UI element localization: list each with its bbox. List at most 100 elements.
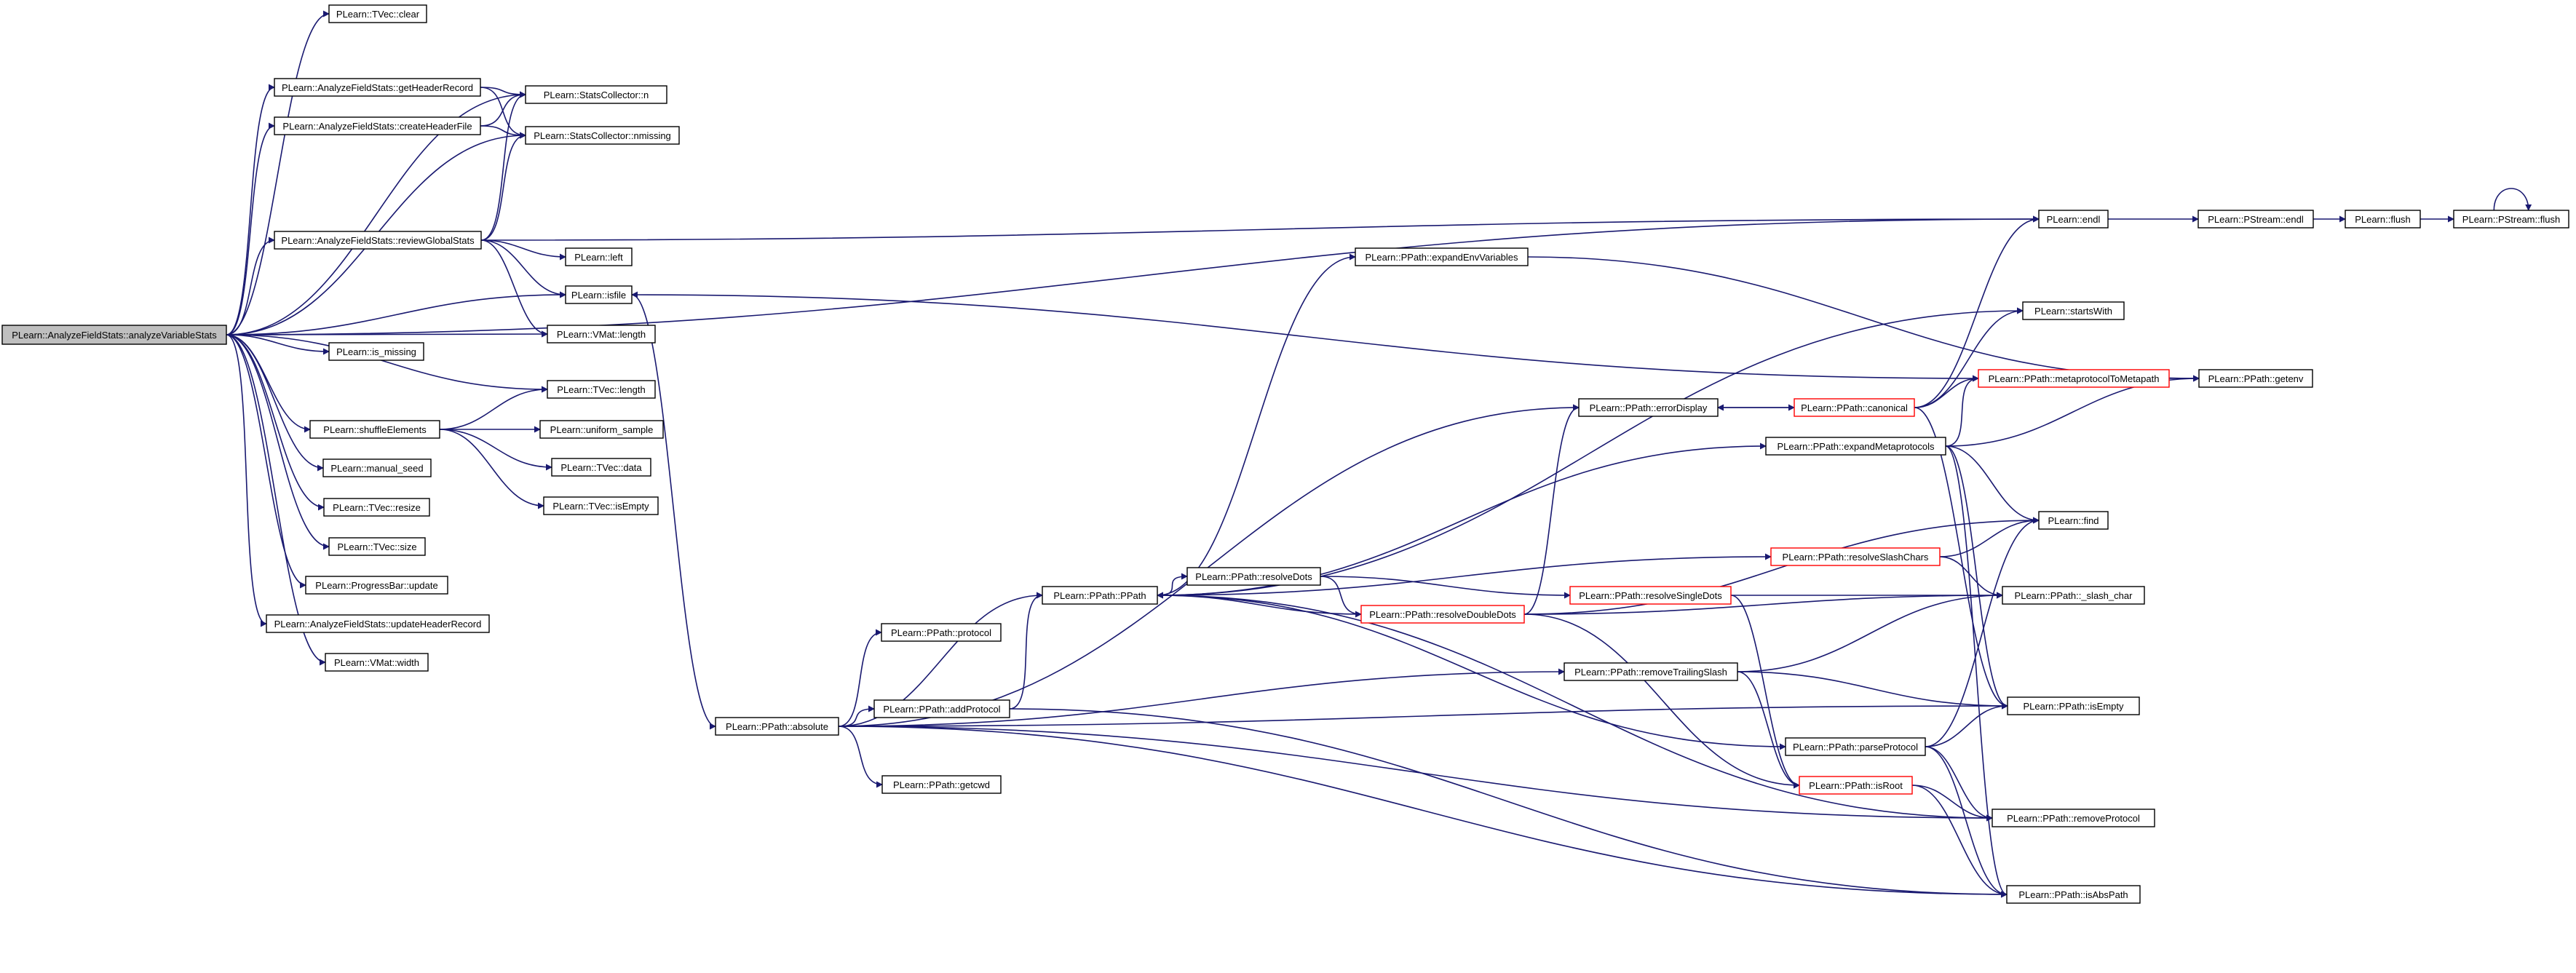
node-resolveDoubleDots[interactable]: PLearn::PPath::resolveDoubleDots	[1360, 605, 1525, 624]
node-resolveSlashChars[interactable]: PLearn::PPath::resolveSlashChars	[1770, 547, 1941, 566]
node-pstream_endl[interactable]: PLearn::PStream::endl	[2197, 210, 2314, 229]
node-label: PLearn::PPath::expandEnvVariables	[1365, 252, 1518, 263]
node-endl[interactable]: PLearn::endl	[2038, 210, 2109, 229]
node-box	[547, 380, 656, 399]
node-box	[539, 420, 664, 439]
node-tvec_length[interactable]: PLearn::TVec::length	[547, 380, 656, 399]
node-tvec_isEmpty[interactable]: PLearn::TVec::isEmpty	[543, 496, 659, 515]
node-vmat_width[interactable]: PLearn::VMat::width	[325, 653, 429, 672]
node-getenv[interactable]: PLearn::PPath::getenv	[2198, 369, 2313, 388]
node-addProtocol[interactable]: PLearn::PPath::addProtocol	[873, 699, 1010, 718]
node-box	[1355, 247, 1529, 266]
node-label: PLearn::PPath::expandMetaprotocols	[1777, 441, 1935, 452]
node-updateHeaderRecord[interactable]: PLearn::AnalyzeFieldStats::updateHeaderR…	[266, 614, 490, 633]
call-edge-ppath-to-expandMetaprotocols	[1157, 442, 1767, 596]
node-find[interactable]: PLearn::find	[2038, 511, 2109, 530]
node-label: PLearn::AnalyzeFieldStats::updateHeaderR…	[274, 619, 482, 630]
node-isRoot[interactable]: PLearn::PPath::isRoot	[1799, 776, 1913, 795]
node-tvec_size[interactable]: PLearn::TVec::size	[328, 537, 426, 556]
node-box	[1569, 586, 1732, 605]
node-getHeaderRecord[interactable]: PLearn::AnalyzeFieldStats::getHeaderReco…	[274, 78, 481, 97]
call-edge-expandMetaprotocols-to-isAbsPath	[1945, 445, 2008, 898]
node-label: PLearn::PPath::isRoot	[1809, 780, 1903, 791]
node-box	[274, 116, 481, 135]
node-label: PLearn::PPath::canonical	[1801, 402, 1908, 413]
node-manual_seed[interactable]: PLearn::manual_seed	[322, 458, 432, 477]
node-box	[266, 614, 490, 633]
node-sc_n[interactable]: PLearn::StatsCollector::n	[525, 85, 667, 104]
call-edge-reviewGlobalStats-to-left	[480, 239, 566, 261]
node-box	[1794, 398, 1915, 417]
node-pstream_flush[interactable]: PLearn::PStream::flush	[2453, 210, 2569, 229]
node-createHeaderFile[interactable]: PLearn::AnalyzeFieldStats::createHeaderF…	[274, 116, 481, 135]
call-edge-resolveSingleDots-to-isRoot	[1730, 595, 1800, 789]
node-expandEnvVariables[interactable]: PLearn::PPath::expandEnvVariables	[1355, 247, 1529, 266]
node-shuffleElements[interactable]: PLearn::shuffleElements	[309, 420, 440, 439]
node-pb_update[interactable]: PLearn::ProgressBar::update	[305, 576, 448, 595]
call-edge-resolveDoubleDots-to-find	[1523, 517, 2040, 615]
node-label: PLearn::AnalyzeFieldStats::createHeaderF…	[282, 121, 472, 132]
node-tvec_resize[interactable]: PLearn::TVec::resize	[323, 498, 430, 517]
node-getcwd[interactable]: PLearn::PPath::getcwd	[881, 775, 1002, 794]
node-tvec_clear[interactable]: PLearn::TVec::clear	[328, 4, 427, 23]
node-tvec_data[interactable]: PLearn::TVec::data	[551, 458, 651, 477]
node-sc_nmissing[interactable]: PLearn::StatsCollector::nmissing	[525, 126, 680, 145]
node-isAbsPath[interactable]: PLearn::PPath::isAbsPath	[2006, 885, 2141, 904]
node-box	[322, 458, 432, 477]
node-box	[2453, 210, 2569, 229]
node-parseProtocol[interactable]: PLearn::PPath::parseProtocol	[1785, 737, 1926, 756]
node-ppath_isEmpty[interactable]: PLearn::PPath::isEmpty	[2007, 696, 2140, 715]
node-errorDisplay[interactable]: PLearn::PPath::errorDisplay	[1578, 398, 1719, 417]
node-label: PLearn::is_missing	[336, 346, 416, 357]
node-label: PLearn::AnalyzeFieldStats::reviewGlobalS…	[281, 235, 475, 246]
node-removeProtocol[interactable]: PLearn::PPath::removeProtocol	[1992, 809, 2155, 827]
call-edge-shuffleElements-to-tvec_data	[439, 429, 552, 471]
node-isfile[interactable]: PLearn::isfile	[565, 285, 633, 304]
node-uniform_sample[interactable]: PLearn::uniform_sample	[539, 420, 664, 439]
call-edge-canonical-to-metaprotocolToMetapath	[1914, 375, 1979, 408]
call-edge-createHeaderFile-to-sc_nmissing	[480, 125, 526, 139]
node-box	[525, 85, 667, 104]
node-box	[881, 623, 1002, 642]
call-edge-reviewGlobalStats-to-sc_nmissing	[480, 132, 526, 241]
call-edge-reviewGlobalStats-to-vmat_length	[480, 239, 548, 338]
node-label: PLearn::StatsCollector::nmissing	[534, 130, 671, 141]
node-box	[323, 498, 430, 517]
node-metaprotocolToMetapath[interactable]: PLearn::PPath::metaprotocolToMetapath	[1978, 369, 2170, 388]
call-edge-analyzeVariableStats-to-manual_seed	[226, 334, 324, 472]
node-left[interactable]: PLearn::left	[565, 247, 633, 266]
call-edge-addProtocol-to-isAbsPath	[1009, 708, 2008, 898]
node-removeTrailingSlash[interactable]: PLearn::PPath::removeTrailingSlash	[1564, 662, 1738, 681]
node-box	[1042, 586, 1158, 605]
call-edge-analyzeVariableStats-to-reviewGlobalStats	[226, 237, 275, 335]
node-is_missing[interactable]: PLearn::is_missing	[328, 342, 424, 361]
node-slash_char[interactable]: PLearn::PPath::_slash_char	[2002, 586, 2145, 605]
node-label: PLearn::PPath::removeTrailingSlash	[1574, 667, 1727, 678]
node-label: PLearn::left	[574, 252, 623, 263]
node-label: PLearn::TVec::data	[560, 462, 642, 473]
call-edge-analyzeVariableStats-to-updateHeaderRecord	[226, 334, 267, 627]
node-analyzeVariableStats[interactable]: PLearn::AnalyzeFieldStats::analyzeVariab…	[1, 325, 227, 345]
node-flush[interactable]: PLearn::flush	[2345, 210, 2421, 229]
node-startsWith[interactable]: PLearn::startsWith	[2022, 301, 2125, 320]
node-protocol[interactable]: PLearn::PPath::protocol	[881, 623, 1002, 642]
edges-layer	[226, 10, 2532, 898]
node-ppath[interactable]: PLearn::PPath::PPath	[1042, 586, 1158, 605]
node-vmat_length[interactable]: PLearn::VMat::length	[547, 325, 656, 343]
node-box	[1992, 809, 2155, 827]
node-expandMetaprotocols[interactable]: PLearn::PPath::expandMetaprotocols	[1765, 437, 1946, 456]
node-absolute[interactable]: PLearn::PPath::absolute	[715, 717, 839, 736]
node-resolveSingleDots[interactable]: PLearn::PPath::resolveSingleDots	[1569, 586, 1732, 605]
node-label: PLearn::TVec::resize	[333, 502, 421, 513]
node-reviewGlobalStats[interactable]: PLearn::AnalyzeFieldStats::reviewGlobalS…	[274, 231, 482, 250]
node-box	[325, 653, 429, 672]
call-edge-resolveDoubleDots-to-isRoot	[1523, 613, 1800, 789]
node-label: PLearn::PPath::getcwd	[893, 779, 990, 790]
node-canonical[interactable]: PLearn::PPath::canonical	[1794, 398, 1915, 417]
node-resolveDots[interactable]: PLearn::PPath::resolveDots	[1186, 567, 1321, 586]
node-label: PLearn::VMat::width	[334, 657, 419, 668]
node-box	[565, 247, 633, 266]
call-edge-absolute-to-errorDisplay	[838, 404, 1580, 727]
node-label: PLearn::find	[2048, 515, 2099, 526]
node-box	[274, 231, 482, 250]
